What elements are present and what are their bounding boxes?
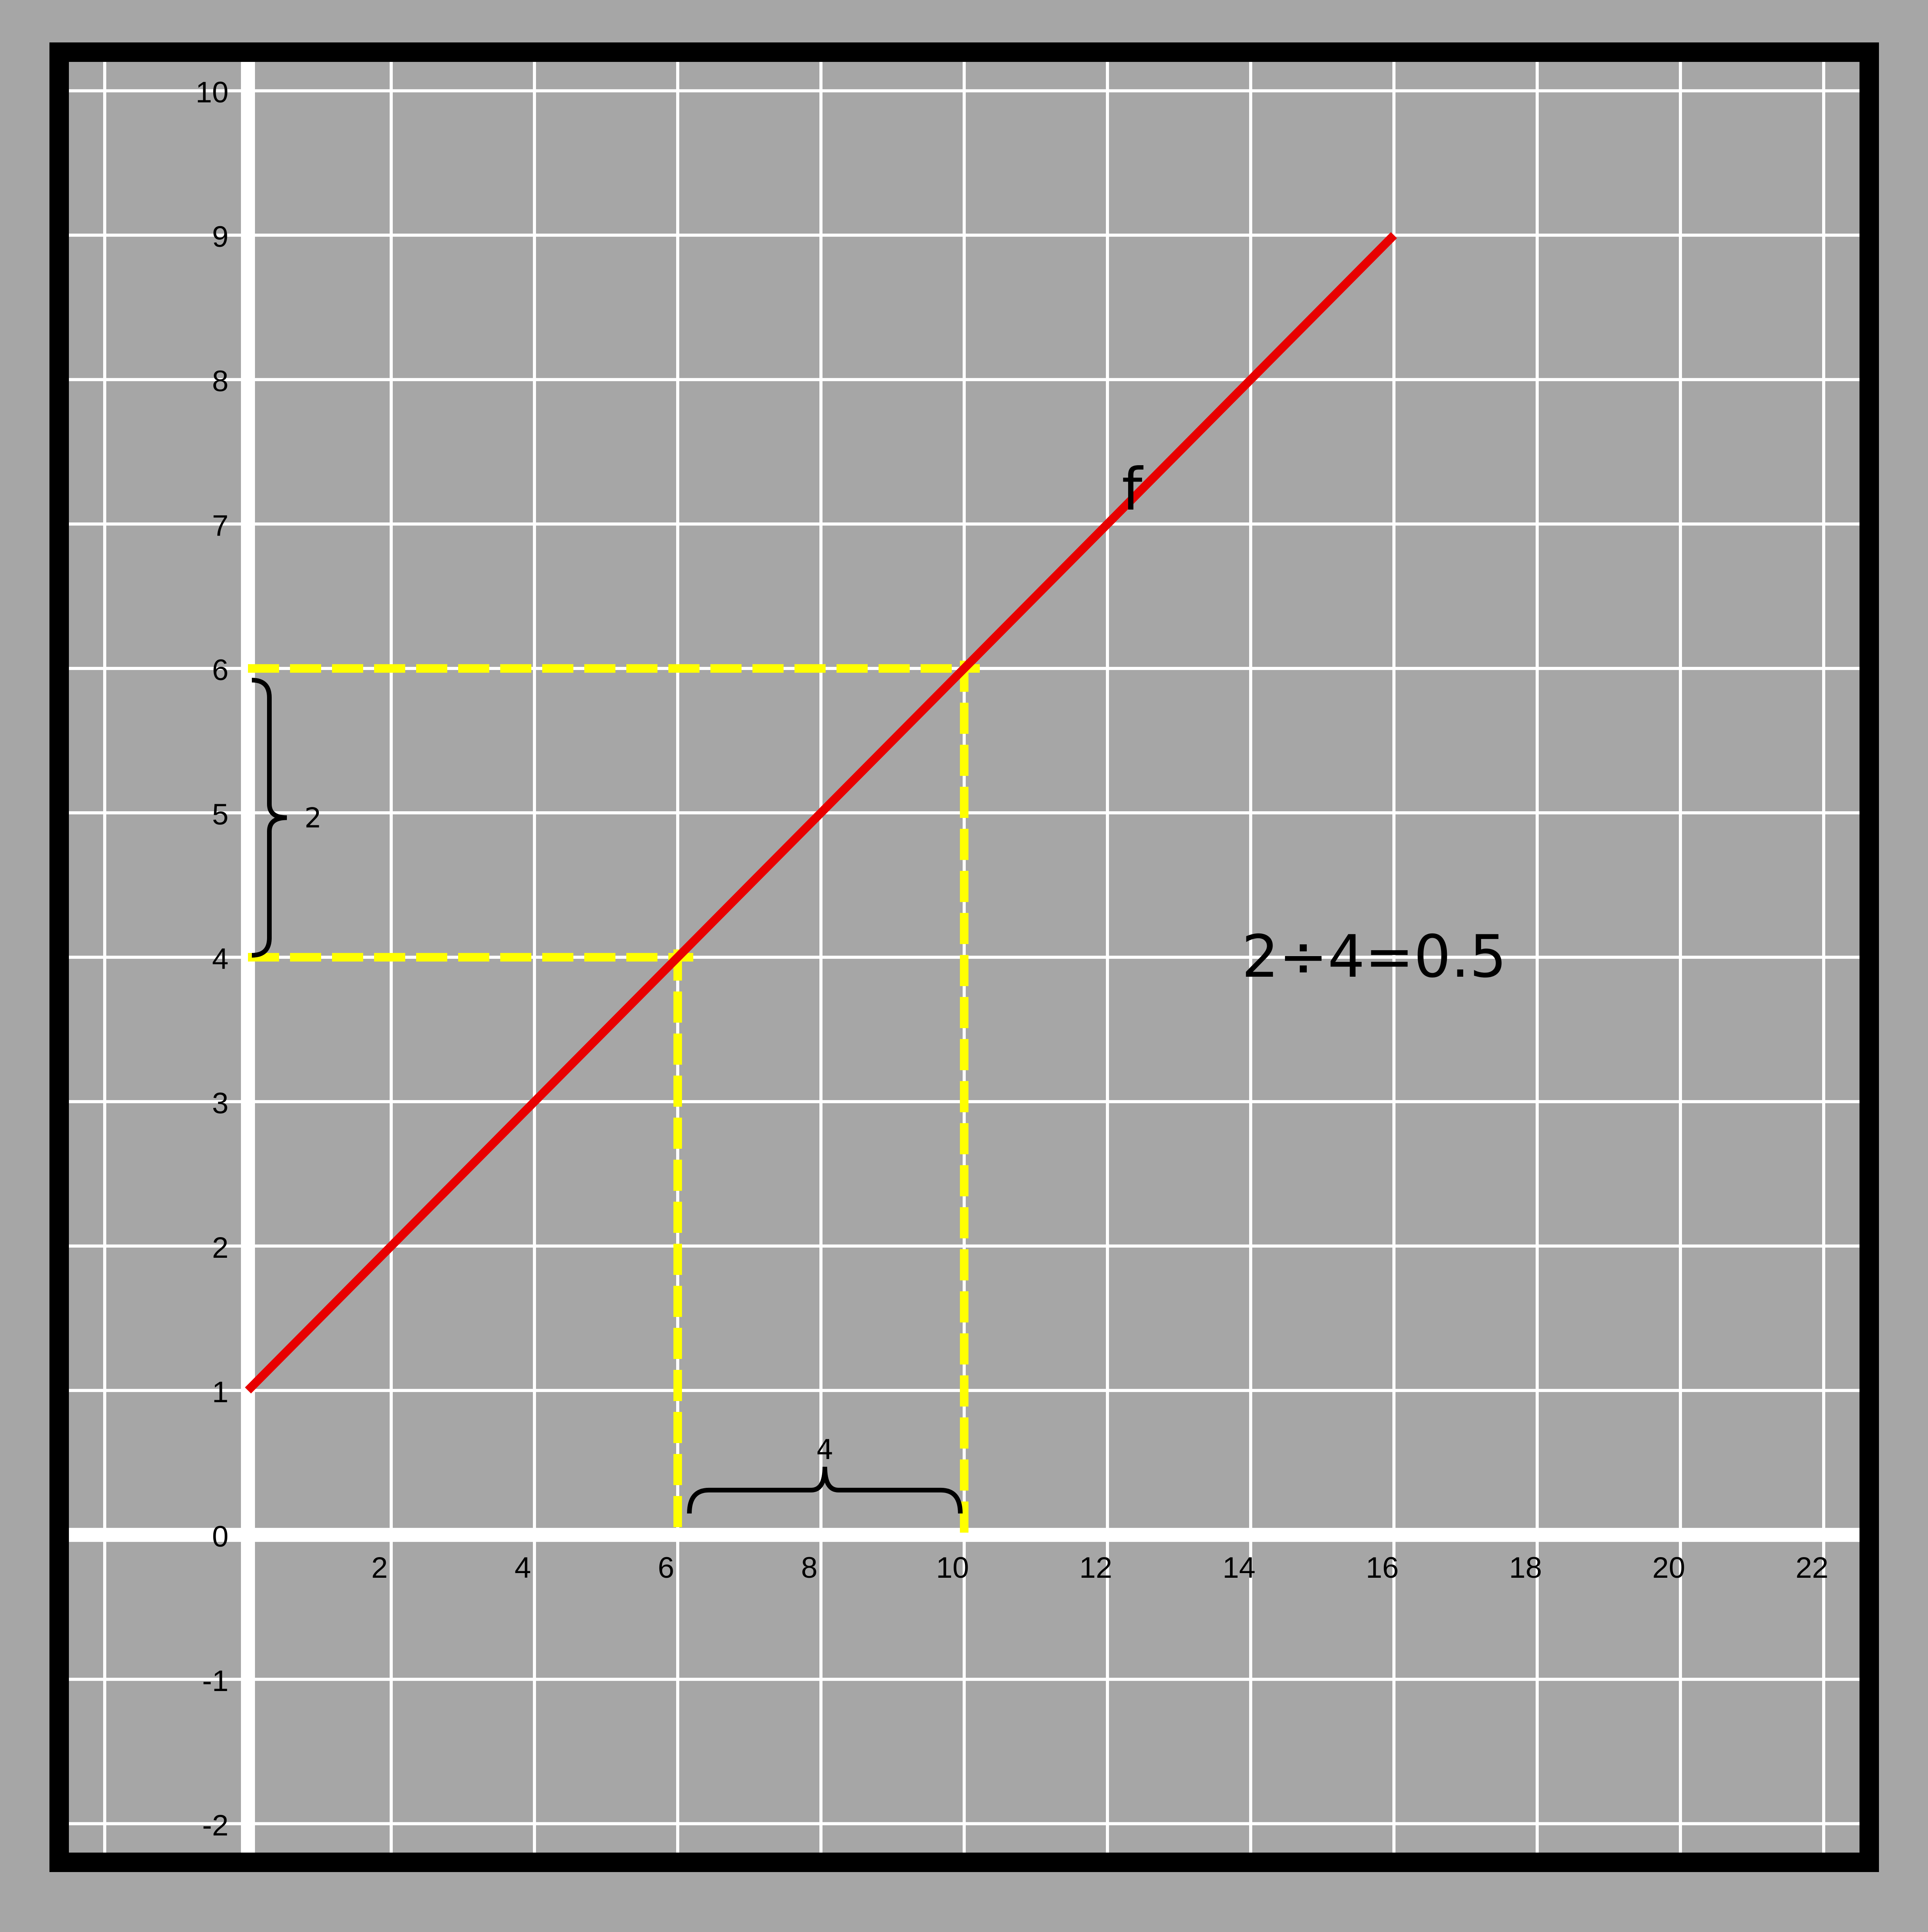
- y-tick-label-2: 2: [212, 1231, 228, 1264]
- x-tick-label-6: 6: [658, 1551, 674, 1584]
- y-tick-label-7: 7: [212, 509, 228, 542]
- x-tick-label-8: 8: [801, 1551, 817, 1584]
- x-tick-label-18: 18: [1509, 1551, 1542, 1584]
- y-tick-label-8: 8: [212, 365, 228, 398]
- x-tick-label-10: 10: [936, 1551, 969, 1584]
- series-line-f: [245, 232, 1397, 1394]
- slope-equation: 2÷4=0.5: [1242, 923, 1507, 991]
- y-tick-label-3: 3: [212, 1087, 228, 1120]
- rise-label: 2: [304, 802, 322, 834]
- chart-frame: [49, 42, 1879, 1872]
- y-tick-label-0: 0: [212, 1520, 228, 1553]
- y-tick-label-1: 1: [212, 1376, 228, 1409]
- rise-brace: [251, 678, 287, 958]
- x-tick-label-4: 4: [515, 1551, 531, 1584]
- x-tick-label-12: 12: [1079, 1551, 1113, 1584]
- guide-lines: [248, 661, 980, 1535]
- x-tick-label-2: 2: [371, 1551, 388, 1584]
- x-tick-label-22: 22: [1796, 1551, 1829, 1584]
- run-label: 4: [816, 1434, 834, 1466]
- x-tick-label-14: 14: [1223, 1551, 1256, 1584]
- x-tick-label-16: 16: [1366, 1551, 1399, 1584]
- series-label-f: f: [1122, 456, 1144, 524]
- y-tick-label-10: 10: [195, 76, 228, 109]
- y-tick-label-6: 6: [212, 654, 228, 687]
- y-tick-label-9: 9: [212, 220, 228, 253]
- series: [245, 232, 1397, 1394]
- y-tick-label--2: -2: [202, 1809, 228, 1842]
- annotations: f 2÷4=0.5 2 4: [304, 456, 1507, 1466]
- y-tick-label--1: -1: [202, 1665, 228, 1698]
- y-tick-label-5: 5: [212, 798, 228, 831]
- x-tick-label-20: 20: [1652, 1551, 1685, 1584]
- y-tick-label-4: 4: [212, 942, 228, 976]
